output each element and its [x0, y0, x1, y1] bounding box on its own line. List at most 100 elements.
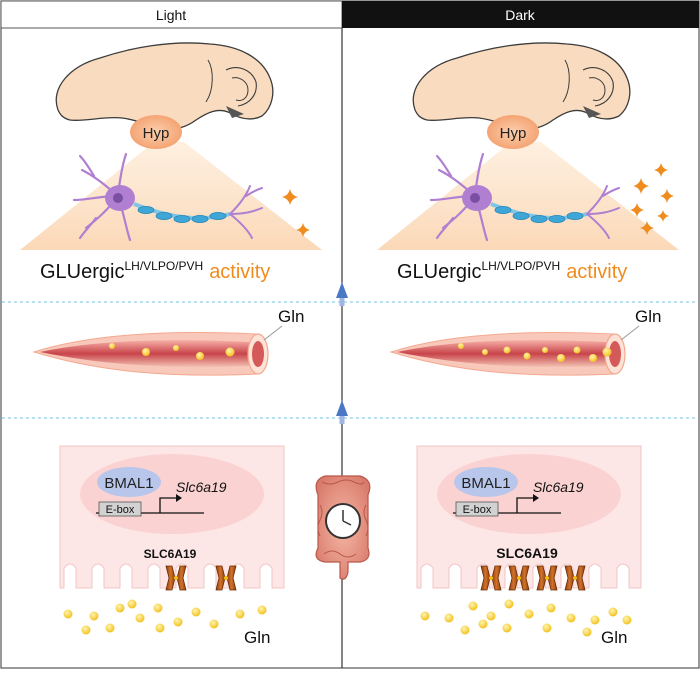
vessel-gln-label: Gln [278, 307, 304, 326]
sparkle-icon [640, 221, 654, 235]
sparkle-icon [282, 189, 298, 205]
gln-molecule [458, 343, 464, 349]
gln-molecule [573, 346, 581, 354]
lumen-gln-molecule [622, 615, 632, 625]
slc6a19-transporter [564, 565, 586, 591]
gln-molecule [503, 346, 511, 354]
lumen-gln-molecule [63, 609, 73, 619]
lumen-gln-molecule [81, 625, 91, 635]
neuron-icon [72, 152, 263, 242]
slc6a19-transporter [480, 565, 502, 591]
lumen-gln-molecule [155, 623, 165, 633]
lumen-gln-molecule [191, 607, 201, 617]
transporter-label: SLC6A19 [144, 547, 197, 561]
gln-molecule [602, 347, 612, 357]
slc6a19-transporter [536, 565, 558, 591]
nucleus [437, 454, 621, 534]
gln-molecule [173, 345, 179, 351]
gln-pointer [263, 325, 283, 341]
lumen-gln-label: Gln [601, 628, 627, 647]
ebox-element [98, 501, 142, 517]
dark-header-bar [342, 1, 699, 28]
neuron-icon [429, 152, 620, 242]
gln-pointer [620, 325, 640, 341]
hyp-region [130, 115, 182, 149]
gln-molecule [109, 343, 115, 349]
bmal1-label: BMAL1 [104, 475, 153, 492]
gene-label: Slc6a19 [533, 479, 584, 495]
lumen-gln-molecule [608, 607, 618, 617]
lumen-gln-molecule [153, 603, 163, 613]
lumen-gln-molecule [566, 613, 576, 623]
sparkle-icon [633, 178, 649, 194]
hyp-label: Hyp [143, 125, 170, 142]
light-header-label: Light [156, 7, 186, 23]
up-arrow-upper [336, 282, 348, 306]
activity-sparkles [630, 163, 674, 235]
sparkle-icon [654, 163, 668, 177]
projection-cone [20, 142, 322, 250]
gln-molecule [196, 352, 204, 360]
lumen-gln-molecule [209, 619, 219, 629]
bmal1-protein [97, 467, 161, 497]
promoter-arrow [516, 497, 533, 513]
ebox-label: E-box [463, 504, 492, 516]
transporter-label: SLC6A19 [496, 545, 558, 561]
lumen-gln-molecule [546, 603, 556, 613]
hyp-label: Hyp [500, 125, 527, 142]
promoter-arrow [159, 497, 176, 513]
ebox-element [455, 501, 499, 517]
blood-vessel [389, 332, 626, 376]
vessel-gln-label: Gln [635, 307, 661, 326]
hyp-region [487, 115, 539, 149]
gln-molecule [142, 348, 150, 356]
brain-icon [55, 42, 274, 130]
light-header-bar [0, 0, 343, 29]
dark-header-label: Dark [505, 7, 536, 23]
sparkle-icon [660, 189, 674, 203]
lumen-gln-molecule [89, 611, 99, 621]
lumen-gln-molecule [135, 613, 145, 623]
lumen-gln-molecule [173, 617, 183, 627]
lumen-gln-molecule [478, 619, 488, 629]
lumen-gln-molecule [257, 605, 267, 615]
gln-molecule [542, 347, 548, 353]
lumen-gln-molecule [127, 599, 137, 609]
sparkle-icon [630, 203, 644, 217]
gut-clock-icon [315, 475, 371, 580]
gln-molecule [482, 349, 488, 355]
lumen-gln-molecule [502, 623, 512, 633]
activity-sparkles [282, 189, 310, 237]
blood-vessel [32, 332, 269, 376]
bmal1-protein [454, 467, 518, 497]
sparkle-icon [657, 210, 669, 222]
up-arrow-lower [336, 400, 348, 424]
lumen-gln-molecule [590, 615, 600, 625]
slc6a19-transporter [215, 565, 237, 591]
lumen-gln-molecule [235, 609, 245, 619]
projection-cone [377, 142, 679, 250]
slc6a19-transporter [508, 565, 530, 591]
nucleus [80, 454, 264, 534]
gln-molecule [523, 352, 531, 360]
slc6a19-transporter [165, 565, 187, 591]
lumen-gln-molecule [460, 625, 470, 635]
lumen-gln-molecule [582, 627, 592, 637]
brain-icon [412, 42, 631, 130]
gln-molecule [589, 354, 597, 362]
lumen-gln-label: Gln [244, 628, 270, 647]
gln-molecule [557, 354, 565, 362]
lumen-gln-molecule [468, 601, 478, 611]
lumen-gln-molecule [504, 599, 514, 609]
gln-molecule [225, 347, 235, 357]
ebox-label: E-box [106, 504, 135, 516]
lumen-gln-molecule [542, 623, 552, 633]
lumen-gln-molecule [444, 613, 454, 623]
lumen-gln-molecule [486, 611, 496, 621]
